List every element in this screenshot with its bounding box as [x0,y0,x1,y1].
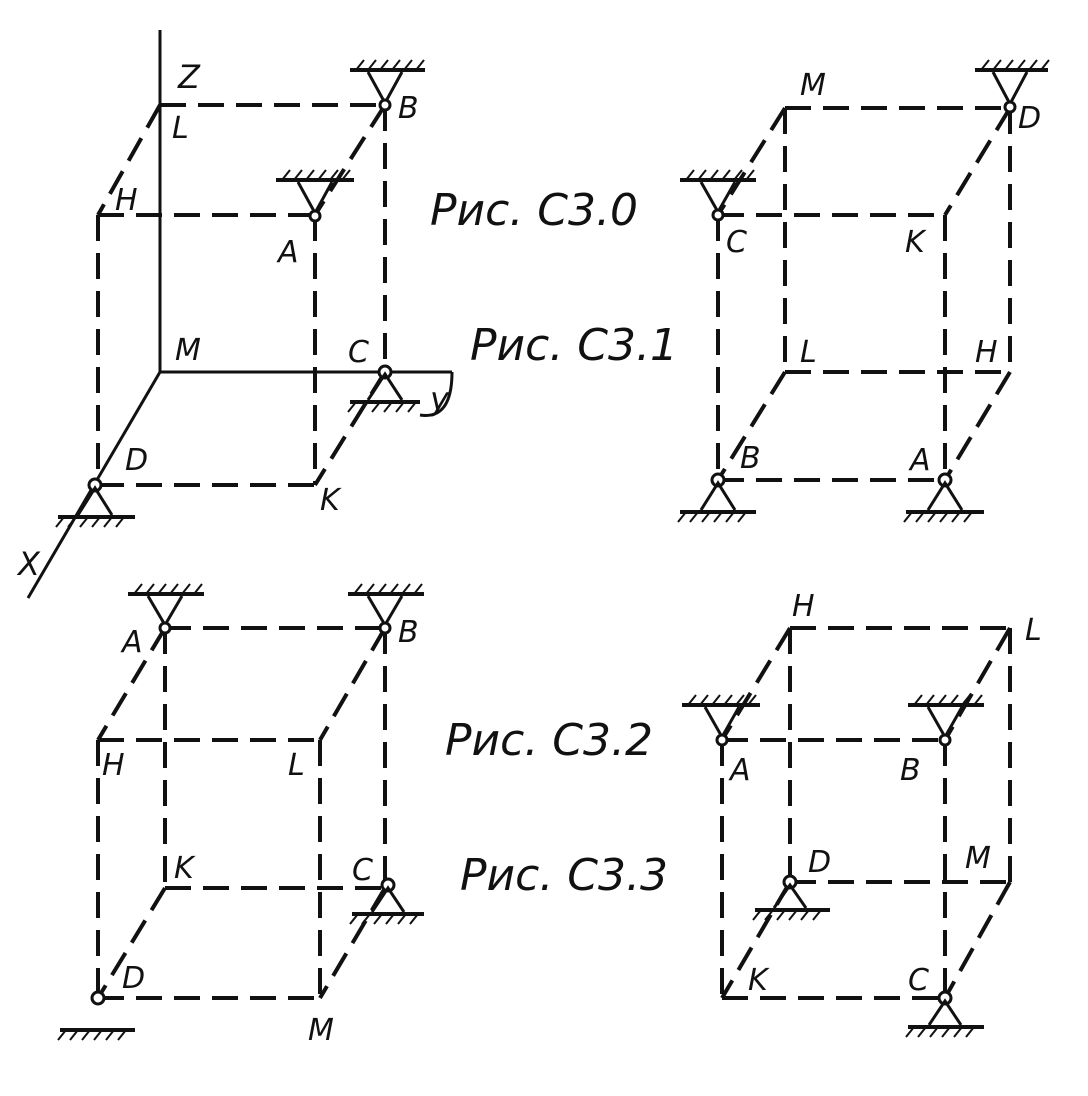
axis-z-label: Z [177,58,201,96]
point-k-label: K [320,483,342,518]
support-c-icon [905,990,984,1038]
support-c-icon [680,169,756,222]
support-a-icon [682,694,760,747]
figure-c3-2: A B H L K C D M [57,583,424,1048]
support-d-icon [55,477,135,528]
point-d-label: D [808,845,831,880]
support-a-icon [128,583,204,635]
figure-c3-1: M D C K L H B A [677,59,1050,523]
support-c-icon [349,877,424,925]
edge-M-C [943,881,1012,999]
support-b-icon [350,59,425,112]
point-k-label: K [905,225,927,260]
point-k-label: K [174,851,196,886]
support-d-icon [975,59,1050,114]
point-l-label: L [172,111,189,146]
point-b-label: B [740,441,761,476]
edge-H-A [720,626,792,742]
edge-L-B [943,626,1012,742]
caption-c3-2: Рис. С3.2 [445,715,653,766]
point-k-label: K [748,963,770,998]
point-h-label: H [792,589,815,624]
edge-H-A [943,370,1012,482]
point-c-label: C [908,963,929,998]
caption-c3-3: Рис. С3.3 [460,850,668,901]
edge-K-D [96,886,167,1000]
edge-A-H [96,626,167,742]
point-c-label: C [726,225,747,260]
point-m-label: M [308,1013,334,1048]
axis-y-label: y [429,380,450,418]
support-b-icon [908,694,984,747]
point-a-label: A [728,753,751,788]
point-m-label: M [175,333,201,368]
point-d-label: D [1018,101,1041,136]
point-h-label: H [102,748,125,783]
point-h-label: H [975,335,998,370]
support-a-icon [903,472,984,523]
figure-c3-3: H L A B D M K C [682,589,1042,1038]
edge-M-C [716,106,787,217]
point-d-label: D [125,443,148,478]
point-a-label: A [276,235,299,270]
caption-c3-1: Рис. С3.1 [470,320,678,371]
point-l-label: L [1025,613,1042,648]
point-m-label: M [800,68,826,103]
point-a-label: A [908,443,931,478]
support-d-icon [752,874,830,921]
axis-x-label: X [16,545,41,583]
point-l-label: L [288,748,305,783]
support-b-icon [677,472,756,523]
edge-L-H [96,104,162,216]
edge-D-K [943,106,1012,217]
figure-c3-0: Z y X L B H A M C D K [16,30,454,599]
point-b-label: B [398,91,419,126]
y-axis-hook [419,371,454,417]
point-c-label: C [348,335,369,370]
point-c-label: C [352,853,373,888]
point-b-label: B [398,615,419,650]
point-d-label: D [122,961,145,996]
support-c-icon [347,364,420,413]
edge-L-B [716,370,787,482]
support-b-icon [348,583,424,635]
caption-c3-0: Рис. С3.0 [430,185,638,236]
edge-B-A [313,103,387,217]
point-b-label: B [900,753,921,788]
point-l-label: L [800,335,817,370]
point-h-label: H [115,183,138,218]
support-a-icon [276,169,354,223]
support-d-icon [57,990,135,1041]
point-m-label: M [965,841,991,876]
edge-B-L [318,626,387,742]
point-a-label: A [120,625,143,660]
